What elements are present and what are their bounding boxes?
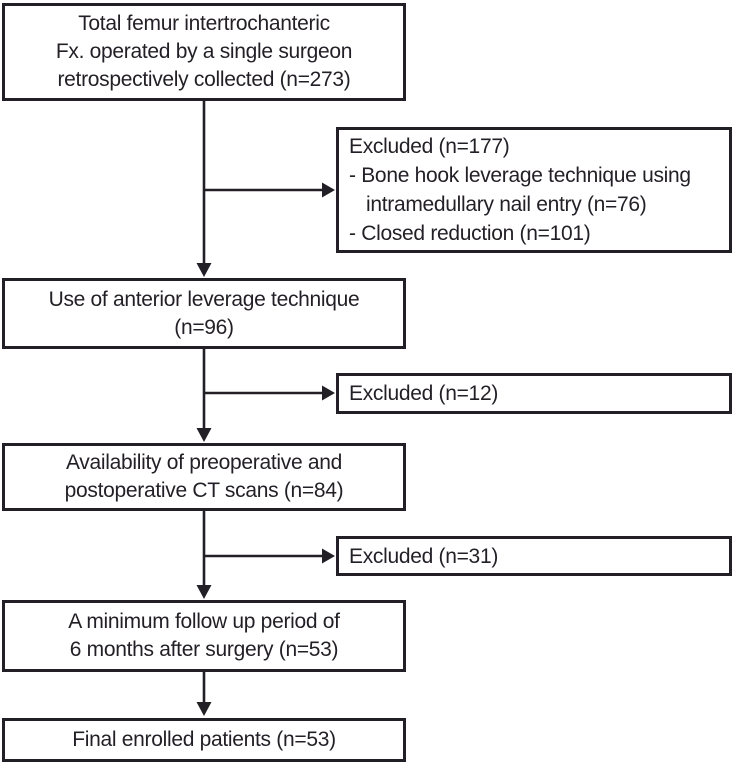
excluded-2-title: Excluded (n=12) <box>349 382 499 405</box>
followup-line-1: A minimum follow up period of <box>68 610 340 633</box>
excluded-3-title: Excluded (n=31) <box>349 544 499 568</box>
arrowhead-down-3 <box>196 585 212 599</box>
flow-box-total-collected: Total femur intertrochanteric Fx. operat… <box>2 3 406 101</box>
ct-line-1: Availability of preoperative and <box>65 451 343 474</box>
arrowhead-down-4 <box>196 702 212 716</box>
flow-box-ct-scans: Availability of preoperative and postope… <box>2 443 406 511</box>
flow-box-total-line-1: Total femur intertrochanteric <box>78 12 330 35</box>
excluded-1-item-1: - Bone hook leverage technique using <box>349 164 691 187</box>
arrowhead-right-2 <box>322 385 335 401</box>
flow-box-final-enrolled: Final enrolled patients (n=53) <box>2 718 406 762</box>
flow-box-anterior-leverage: Use of anterior leverage technique (n=96… <box>2 278 406 349</box>
final-line-1: Final enrolled patients (n=53) <box>72 728 336 751</box>
ct-line-2: postoperative CT scans (n=84) <box>64 479 344 502</box>
flow-box-excluded-1: Excluded (n=177) - Bone hook leverage te… <box>336 127 732 253</box>
flow-box-total-line-2: Fx. operated by a single surgeon <box>55 40 353 63</box>
flow-box-excluded-3: Excluded (n=31) <box>336 536 732 576</box>
flow-box-follow-up: A minimum follow up period of 6 months a… <box>2 600 406 672</box>
arrowhead-right-3 <box>322 548 335 564</box>
flow-box-total-line-3: retrospectively collected (n=273) <box>57 68 351 91</box>
leverage-line-2: (n=96) <box>174 315 234 339</box>
flow-box-excluded-2: Excluded (n=12) <box>336 373 732 414</box>
followup-line-2: 6 months after surgery (n=53) <box>69 638 339 661</box>
leverage-line-1: Use of anterior leverage technique <box>48 287 360 311</box>
excluded-1-item-2: - Closed reduction (n=101) <box>349 222 591 245</box>
arrowhead-down-2 <box>196 428 212 442</box>
excluded-1-title: Excluded (n=177) <box>349 135 510 158</box>
excluded-1-item-1-cont: intramedullary nail entry (n=76) <box>366 193 647 216</box>
arrowhead-right-1 <box>322 182 335 198</box>
arrowhead-down-1 <box>196 263 212 277</box>
